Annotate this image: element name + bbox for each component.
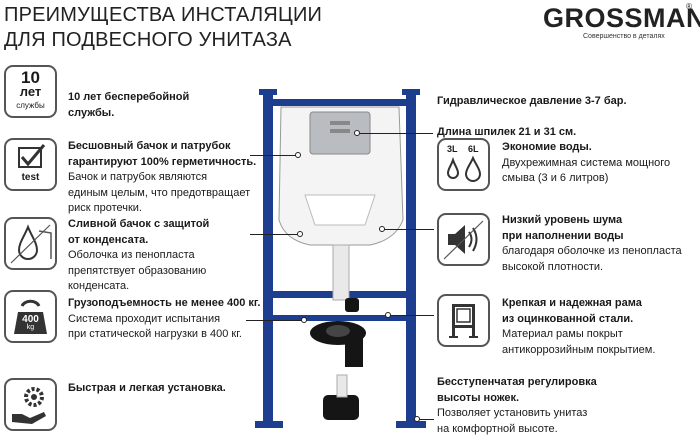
feature-title: 10 лет бесперебойной bbox=[68, 91, 190, 103]
kettlebell-icon bbox=[14, 299, 47, 334]
feature-load-capacity: Грузоподъемность не менее 400 кг. Систем… bbox=[68, 296, 260, 343]
mini-frame-icon bbox=[449, 304, 478, 338]
callout-dot bbox=[414, 416, 420, 422]
callout-dot bbox=[295, 152, 301, 158]
frame-right-post bbox=[406, 93, 416, 428]
feature-title: при наполнении воды bbox=[502, 229, 624, 242]
feature-condensate: Сливной бачок с защитой от конденсата. О… bbox=[68, 217, 209, 295]
callout-line bbox=[382, 229, 434, 230]
hand-gear-icon bbox=[4, 378, 57, 431]
feature-easy-install: Быстрая и легкая установка. bbox=[68, 381, 226, 397]
frame-right-foot bbox=[396, 421, 426, 428]
checkmark-icon bbox=[18, 144, 46, 168]
feature-body: благодаря оболочке из пенопласта bbox=[502, 245, 682, 257]
feature-title: гарантируют 100% герметичность. bbox=[68, 155, 257, 168]
icon-6l-label: 6L bbox=[468, 144, 479, 154]
callout-line bbox=[250, 234, 300, 235]
callout-line bbox=[250, 155, 298, 156]
ten-years-service-icon: 10 лет службы bbox=[4, 65, 57, 118]
callout-line bbox=[418, 419, 434, 420]
feature-title: высоты ножек. bbox=[437, 391, 520, 404]
icon-years-number: 10 bbox=[21, 68, 40, 87]
feature-title: Низкий уровень шума bbox=[502, 214, 623, 226]
feature-title: Гидравлическое давление 3-7 бар. bbox=[437, 95, 627, 107]
drops-icon bbox=[446, 155, 482, 182]
installation-frame-illustration bbox=[255, 89, 426, 428]
callout-dot bbox=[354, 130, 360, 136]
bottom-outlet bbox=[323, 395, 359, 420]
feature-body: Позволяет установить унитаз bbox=[437, 407, 588, 419]
feature-title: Бесшовный бачок и патрубок bbox=[68, 140, 231, 152]
feature-title: Экономие воды. bbox=[502, 141, 592, 153]
page-title-line2: ДЛЯ ПОДВЕСНОГО УНИТАЗА bbox=[4, 29, 292, 51]
feature-title: Сливной бачок с защитой bbox=[68, 218, 210, 230]
feature-body: при статической нагрузки в 400 кг. bbox=[68, 328, 242, 340]
icon-3l-label: 3L bbox=[447, 144, 458, 154]
feature-title: Грузоподъемность не менее 400 кг. bbox=[68, 297, 261, 309]
feature-body: Система проходит испытания bbox=[68, 312, 221, 325]
feature-body: смыва (3 и 6 литров) bbox=[502, 172, 609, 184]
feature-title: службы. bbox=[68, 106, 115, 119]
registered-mark: ® bbox=[686, 2, 692, 11]
brand-logo: GROSSMAN bbox=[543, 3, 700, 33]
low-noise-speaker-icon bbox=[437, 213, 490, 266]
brand-slogan: Совершенство в деталях bbox=[583, 33, 665, 40]
callout-dot bbox=[379, 226, 385, 232]
feature-body: единым целым, что предотвращает bbox=[68, 186, 251, 199]
icon-service-word: службы bbox=[16, 101, 45, 110]
feature-body: на комфортной высоте. bbox=[437, 422, 558, 435]
feature-ten-years: 10 лет бесперебойной службы. bbox=[68, 90, 189, 121]
feature-title: Бесступенчатая регулировка bbox=[437, 376, 597, 388]
dual-flush-drops-icon: 3L 6L bbox=[437, 138, 490, 191]
feature-title: Длина шпилек 21 и 31 см. bbox=[437, 126, 577, 138]
icon-weight-unit: kg bbox=[26, 324, 35, 331]
frame-top-bar bbox=[263, 99, 416, 106]
feature-title: от конденсата. bbox=[68, 233, 149, 246]
icon-test-label: test bbox=[21, 172, 40, 183]
feature-title: из оцинкованной стали. bbox=[502, 312, 634, 325]
feature-body: риск протечки. bbox=[68, 202, 142, 214]
feature-body: препятствует образованию bbox=[68, 264, 207, 277]
feature-low-noise: Низкий уровень шума при наполнении воды … bbox=[502, 213, 682, 275]
callout-line bbox=[388, 315, 434, 316]
water-drop-shield-icon bbox=[4, 217, 57, 270]
kettlebell-400kg-icon: 400 kg bbox=[4, 290, 57, 343]
icon-weight-number: 400 bbox=[22, 314, 39, 325]
callout-line bbox=[355, 133, 433, 134]
callout-line bbox=[246, 320, 304, 321]
icon-years-word: лет bbox=[19, 84, 42, 99]
feature-body: Оболочка из пенопласта bbox=[68, 249, 195, 261]
feature-body: антикоррозийным покрытием. bbox=[502, 343, 656, 356]
speaker-icon bbox=[443, 220, 484, 260]
page-title-line1: ПРЕИМУЩЕСТВА ИНСТАЛЯЦИИ bbox=[4, 4, 323, 26]
feature-pressure: Гидравлическое давление 3-7 бар. bbox=[437, 94, 627, 110]
feature-title: Крепкая и надежная рама bbox=[502, 297, 642, 309]
feature-body: Бачок и патрубок являются bbox=[68, 171, 208, 183]
checkmark-test-icon: test bbox=[4, 138, 57, 191]
frame-left-foot bbox=[255, 421, 283, 428]
frame-icon bbox=[437, 294, 490, 347]
callout-dot bbox=[385, 312, 391, 318]
feature-body: конденсата. bbox=[68, 280, 130, 292]
feature-height-adjust: Бесступенчатая регулировка высоты ножек.… bbox=[437, 375, 597, 437]
callout-dot bbox=[297, 231, 303, 237]
drop-icon bbox=[10, 224, 52, 264]
gear-icon bbox=[12, 387, 46, 424]
frame-left-post bbox=[263, 93, 273, 428]
feature-bolt-length: Длина шпилек 21 и 31 см. bbox=[437, 125, 576, 141]
feature-seamless-tank: Бесшовный бачок и патрубок гарантируют 1… bbox=[68, 139, 256, 217]
feature-title: Быстрая и легкая установка. bbox=[68, 382, 226, 394]
feature-body: Двухрежимная система мощного bbox=[502, 156, 671, 169]
drain-pipe bbox=[332, 244, 350, 301]
feature-body: высокой плотности. bbox=[502, 260, 604, 273]
callout-dot bbox=[301, 317, 307, 323]
feature-strong-frame: Крепкая и надежная рама из оцинкованной … bbox=[502, 296, 655, 358]
feature-body: Материал рамы покрыт bbox=[502, 328, 623, 340]
feature-water-saving: Экономие воды. Двухрежимная система мощн… bbox=[502, 140, 670, 187]
